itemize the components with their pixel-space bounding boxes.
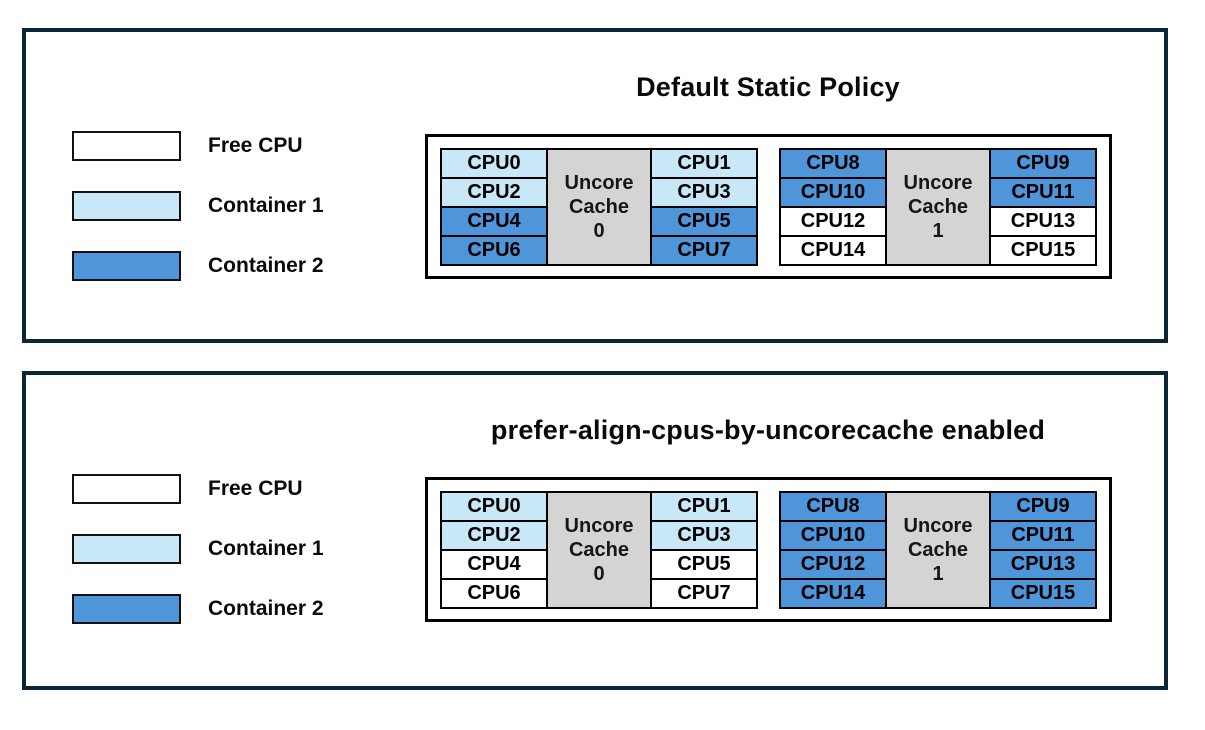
- cpu-cell: CPU14: [779, 234, 887, 266]
- cpu-cell: CPU6: [440, 234, 548, 266]
- uncore-cache-label-line: Cache: [907, 195, 969, 218]
- cpu-cell: CPU10: [779, 176, 887, 208]
- cpu-cell: CPU6: [440, 577, 548, 609]
- cpu-cell: CPU8: [779, 147, 887, 179]
- cpu-cell: CPU13: [989, 205, 1097, 237]
- uncore-cache-label-line: 0: [593, 562, 605, 585]
- cpu-cell: CPU0: [440, 490, 548, 522]
- legend-swatch: [72, 593, 181, 624]
- legend-label: Free CPU: [208, 476, 303, 500]
- legend-item: Free CPU: [72, 130, 324, 161]
- uncore-cache-label-line: Uncore: [903, 514, 973, 537]
- policy-panel: prefer-align-cpus-by-uncorecache enabled…: [22, 371, 1168, 690]
- cpu-cell: CPU9: [989, 490, 1097, 522]
- cpu-cell: CPU12: [779, 205, 887, 237]
- legend-item: Free CPU: [72, 473, 324, 504]
- cpu-cell: CPU13: [989, 548, 1097, 580]
- legend-item: Container 1: [72, 533, 324, 564]
- uncore-cache-label-line: Cache: [568, 538, 630, 561]
- legend-label: Free CPU: [208, 133, 303, 157]
- legend-label: Container 2: [208, 596, 324, 620]
- legend-swatch: [72, 533, 181, 564]
- uncore-cache-label-line: Uncore: [564, 514, 634, 537]
- uncore-cache-label-line: Uncore: [903, 171, 973, 194]
- panel-title: prefer-align-cpus-by-uncorecache enabled: [490, 415, 1046, 445]
- cpu-cell: CPU7: [650, 234, 758, 266]
- cpu-cell: CPU12: [779, 548, 887, 580]
- cpu-cell: CPU3: [650, 519, 758, 551]
- cpu-cell: CPU0: [440, 147, 548, 179]
- legend-item: Container 1: [72, 190, 324, 221]
- uncore-cache-label-line: 1: [932, 562, 944, 585]
- cpu-cell: CPU1: [650, 147, 758, 179]
- cpu-cell: CPU5: [650, 205, 758, 237]
- policy-panel: Default Static Policy Free CPU Container…: [22, 28, 1168, 343]
- legend: Free CPU Container 1 Container 2: [72, 130, 324, 310]
- cpu-cell: CPU3: [650, 176, 758, 208]
- cpu-cell: CPU11: [989, 176, 1097, 208]
- legend-swatch: [72, 250, 181, 281]
- cpu-cell: CPU8: [779, 490, 887, 522]
- legend-swatch: [72, 473, 181, 504]
- cpu-cell: CPU2: [440, 519, 548, 551]
- legend-label: Container 1: [208, 193, 324, 217]
- panel-title: Default Static Policy: [636, 72, 900, 102]
- cpu-cell: CPU7: [650, 577, 758, 609]
- legend-label: Container 1: [208, 536, 324, 560]
- cpu-cell: CPU4: [440, 548, 548, 580]
- legend-item: Container 2: [72, 593, 324, 624]
- uncore-cache-label-line: 0: [593, 219, 605, 242]
- cpu-cell: CPU15: [989, 234, 1097, 266]
- legend-label: Container 2: [208, 253, 324, 277]
- cpu-cell: CPU1: [650, 490, 758, 522]
- cpu-cell: CPU5: [650, 548, 758, 580]
- cpu-cell: CPU15: [989, 577, 1097, 609]
- cpu-cell: CPU14: [779, 577, 887, 609]
- uncore-cache-label-line: Uncore: [564, 171, 634, 194]
- legend-swatch: [72, 190, 181, 221]
- cpu-cell: CPU11: [989, 519, 1097, 551]
- cpu-cell: CPU9: [989, 147, 1097, 179]
- legend: Free CPU Container 1 Container 2: [72, 473, 324, 653]
- legend-item: Container 2: [72, 250, 324, 281]
- uncore-cache-label-line: Cache: [568, 195, 630, 218]
- cpu-cell: CPU4: [440, 205, 548, 237]
- uncore-cache-label-line: Cache: [907, 538, 969, 561]
- cpu-cell: CPU10: [779, 519, 887, 551]
- uncore-cache-label-line: 1: [932, 219, 944, 242]
- cpu-cell: CPU2: [440, 176, 548, 208]
- legend-swatch: [72, 130, 181, 161]
